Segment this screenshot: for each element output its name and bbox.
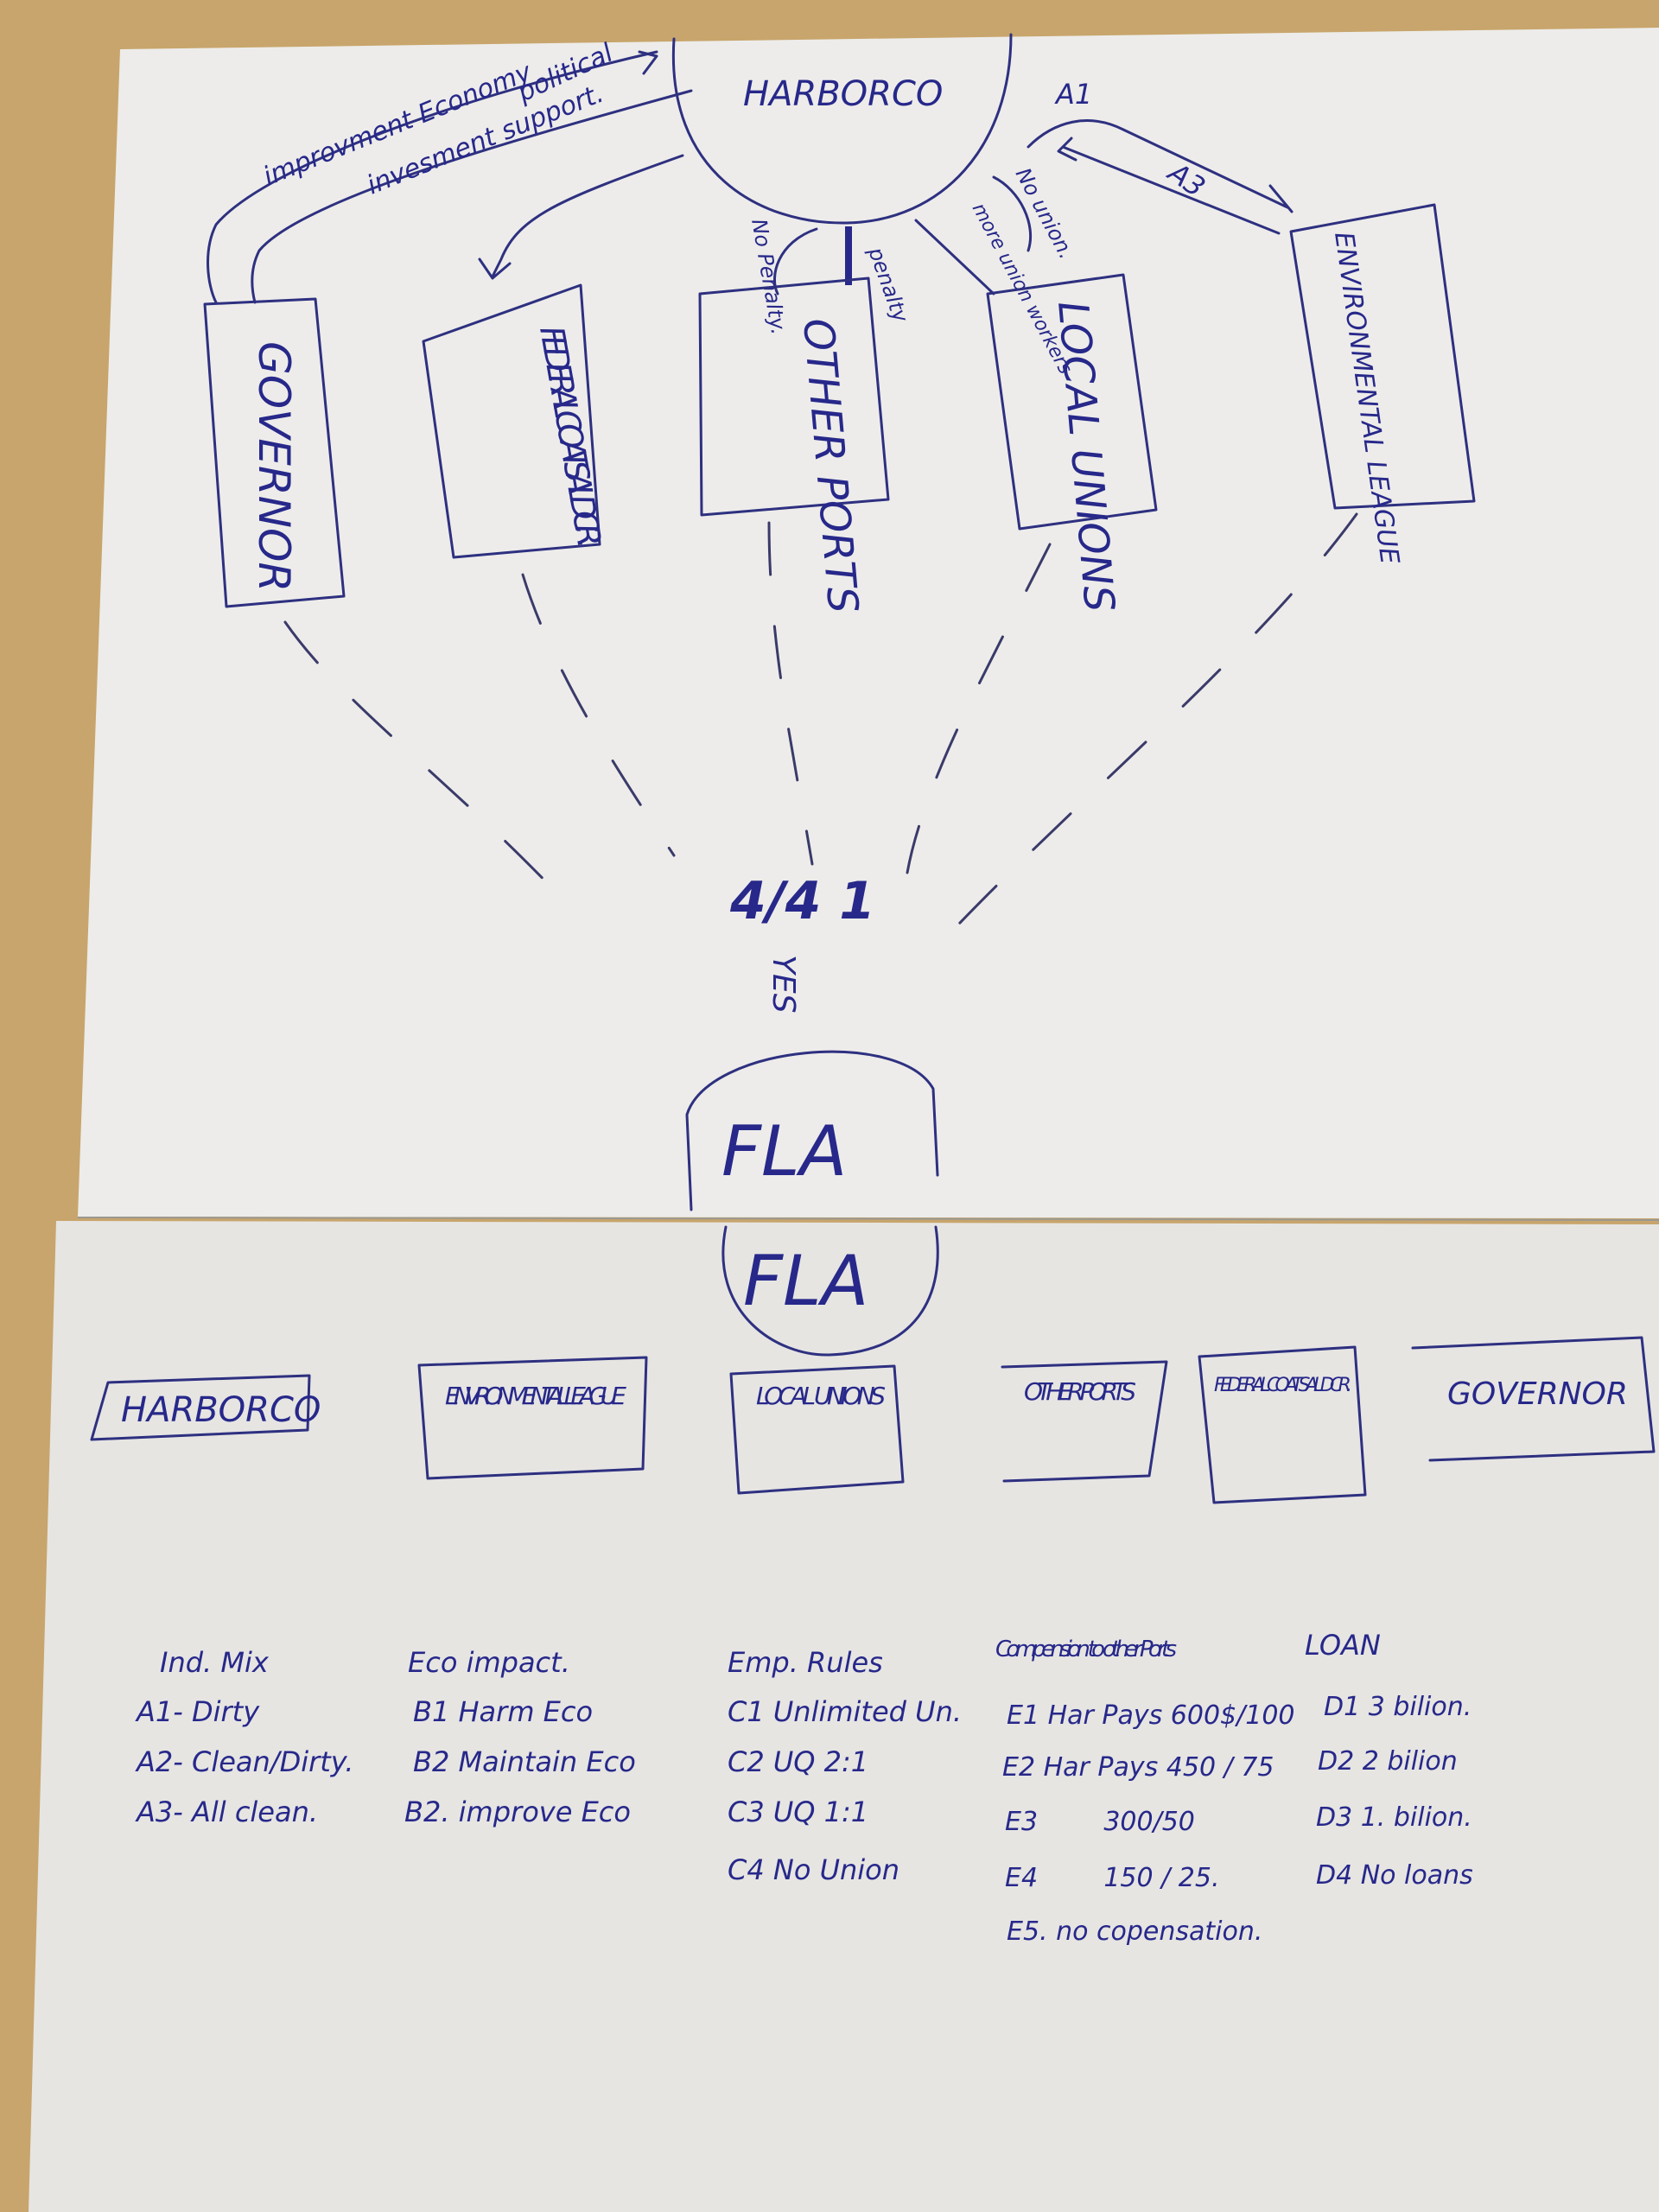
governor-box-label: GOVERNOR: [1447, 1376, 1628, 1412]
list-item: D1 3 bilion.: [1324, 1692, 1471, 1722]
list-item: D2 2 bilion: [1318, 1746, 1458, 1777]
list-header: LOAN: [1305, 1629, 1381, 1662]
list-item: C3 UQ 1:1: [728, 1796, 868, 1828]
bottom-box-governor[interactable]: GOVERNOR: [1411, 1336, 1656, 1462]
env-league-box-label: ENVIRONMENTAL LEAGUE: [445, 1382, 626, 1410]
list-loan: LOAN D1 3 bilion. D2 2 bilion D3 1. bili…: [1305, 1629, 1473, 1891]
list-item: E5. no copensation.: [1007, 1916, 1262, 1947]
bottom-box-harborco[interactable]: HARBORCO: [90, 1374, 321, 1441]
list-item: C2 UQ 2:1: [728, 1745, 868, 1778]
list-compensation: Compension to other Ports E1 Har Pays 60…: [995, 1637, 1295, 1947]
list-item: D4 No loans: [1316, 1860, 1473, 1891]
list-employment-rules: Emp. Rules C1 Unlimited Un. C2 UQ 2:1 C3…: [728, 1646, 962, 1886]
list-item: B2. improve Eco: [404, 1796, 631, 1828]
bottom-fla-node[interactable]: FLA: [721, 1225, 939, 1357]
list-item: C1 Unlimited Un.: [728, 1695, 962, 1728]
top-box-governor[interactable]: GOVERNOR: [203, 297, 346, 608]
list-item: B1 Harm Eco: [413, 1695, 593, 1728]
list-header: Compension to other Ports: [995, 1637, 1177, 1662]
federal-box-label: FEDERAL COATSAL DCR.: [1214, 1375, 1352, 1396]
list-item: B2 Maintain Eco: [413, 1745, 636, 1778]
list-item: A1- Dirty: [135, 1695, 260, 1728]
list-eco-impact: Eco impact. B1 Harm Eco B2 Maintain Eco …: [404, 1646, 636, 1828]
list-item: E1 Har Pays 600$/100: [1007, 1700, 1295, 1731]
list-item: E2 Har Pays 450 / 75: [1002, 1752, 1274, 1783]
harborco-circle[interactable]: [671, 33, 1013, 225]
list-industry-mix: Ind. Mix A1- Dirty A2- Clean/Dirty. A3- …: [135, 1646, 353, 1828]
top-sheet: [78, 28, 1659, 1218]
governor-label: GOVERNOR: [249, 341, 299, 592]
list-item: E3 300/50: [1005, 1807, 1195, 1837]
yes-mark: YES: [766, 955, 801, 1014]
bottom-sheet: [29, 1221, 1659, 2212]
list-header: Eco impact.: [408, 1646, 570, 1679]
bottom-box-environmental-league[interactable]: ENVIRONMENTAL LEAGUE: [417, 1356, 648, 1480]
top-fla-label: FLA: [721, 1111, 847, 1192]
local-unions-box-label: LOCAL UNIONS: [756, 1382, 886, 1410]
bottom-box-other-ports[interactable]: OTHER PORTS: [1001, 1360, 1168, 1483]
list-item: A2- Clean/Dirty.: [135, 1745, 353, 1778]
a1-label: A1: [1054, 78, 1092, 111]
harborco-label: HARBORCO: [743, 74, 943, 114]
list-item: E4 150 / 25.: [1005, 1863, 1219, 1893]
bottom-box-federal-coatsal-dcr[interactable]: FEDERAL COATSAL DCR.: [1198, 1345, 1367, 1504]
harborco-box-label: HARBORCO: [121, 1390, 321, 1430]
top-fla-node[interactable]: FLA: [685, 1050, 939, 1211]
list-item: D3 1. bilion.: [1316, 1802, 1472, 1833]
list-item: C4 No Union: [728, 1853, 899, 1886]
bottom-box-local-unions[interactable]: LOCAL UNIONS: [729, 1364, 905, 1495]
list-header: Emp. Rules: [728, 1646, 883, 1679]
list-header: Ind. Mix: [160, 1646, 270, 1679]
vote-mark: 4/4 1: [729, 871, 875, 931]
bottom-fla-label: FLA: [743, 1241, 868, 1321]
list-item: A3- All clean.: [135, 1796, 318, 1828]
other-ports-box-label: OTHER PORTS: [1024, 1377, 1136, 1406]
